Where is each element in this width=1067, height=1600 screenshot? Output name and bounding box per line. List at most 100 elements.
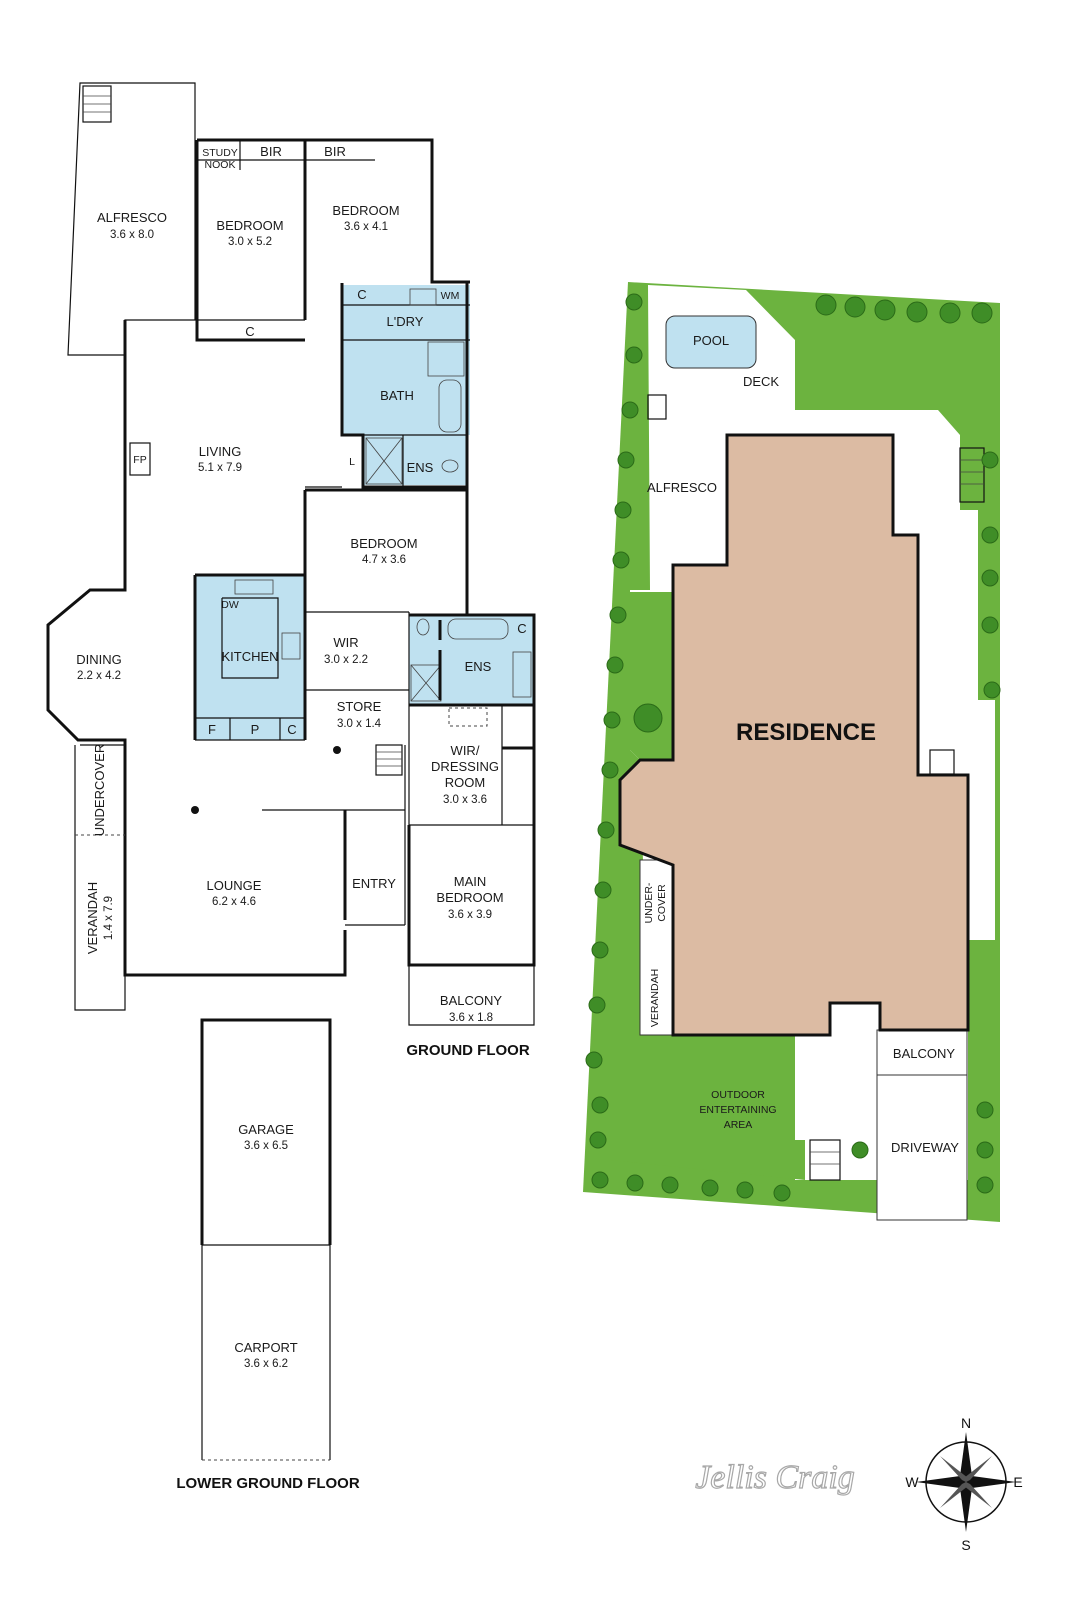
ensuite-2-bath [447,618,509,640]
lounge-label: LOUNGE [207,878,262,893]
main-bedroom-wall [407,705,536,967]
kitchen-sink [234,579,274,595]
dressing-room-dims: 3.0 x 3.6 [443,794,487,806]
laundry-label: L'DRY [387,314,424,329]
compass-north: N [961,1415,971,1431]
main-bedroom-label: BEDROOM [436,890,503,905]
ground-floor-plan [46,82,536,1026]
shower-bath [427,341,465,377]
compass-west: W [905,1474,919,1490]
bath-label: BATH [380,388,414,403]
compass-rose [916,1432,1016,1532]
garage-dims: 3.6 x 6.5 [244,1140,288,1152]
site-steps [647,394,985,1181]
carport-dims: 3.6 x 6.2 [244,1358,288,1370]
outdoor-area-label: OUTDOOR [711,1089,765,1101]
ensuite-1-label: ENS [407,460,434,475]
bedroom-2-dims: 3.6 x 4.1 [344,221,388,233]
ensuite-cupboard-label: C [517,621,526,636]
site-alfresco-label: ALFRESCO [647,480,717,495]
bathtub [438,379,462,433]
outdoor-area-label: ENTERTAINING [699,1104,776,1116]
site-verandah-label: VERANDAH [649,969,661,1027]
bedroom-1-wall [195,140,305,342]
column [333,746,341,754]
fridge-label: F [208,722,216,737]
store-label: STORE [337,699,382,714]
fireplace-label: FP [133,454,146,466]
bir-label: BIR [324,144,346,159]
site-undercover-label: UNDER- [643,882,655,923]
verandah-outline [74,744,126,1011]
linen-label: L [349,456,355,468]
verandah-label: VERANDAH [85,882,100,954]
kitchen-bench [221,597,279,679]
laundry-sink [409,288,437,306]
ensuite-2-vanity [512,651,532,698]
bedroom-1-label: BEDROOM [216,218,283,233]
alfresco-dims: 3.6 x 8.0 [110,229,154,241]
agency-logo: Jellis Craig [695,1459,855,1496]
garage-wall [200,1018,332,1245]
site-undercover-label: COVER [656,884,668,922]
balcony-outline [408,965,535,1026]
laundry-bath-area [342,285,470,435]
ground-floor-title: GROUND FLOOR [406,1042,529,1059]
living-dims: 5.1 x 7.9 [198,462,242,474]
bedroom-2-label: BEDROOM [332,203,399,218]
outdoor-area-label: AREA [724,1119,753,1131]
dressing-room-label: DRESSING [431,759,499,774]
alfresco-label: ALFRESCO [97,210,167,225]
ensuite-1-shower [365,437,403,485]
living-west-wall [46,320,347,977]
laundry-cupboard-label: C [357,287,366,302]
lounge-dims: 6.2 x 4.6 [212,896,256,908]
garage-label: GARAGE [238,1122,294,1137]
hall-cupboard-label: C [245,324,254,339]
ensuite-2-label: ENS [465,659,492,674]
site-plan [583,282,1016,1532]
lawn-west [630,592,672,760]
pool [665,315,757,369]
verandah-dims: 1.4 x 7.9 [103,896,115,940]
balcony-dims: 3.6 x 1.8 [449,1012,493,1024]
bedroom-3-dims: 4.7 x 3.6 [362,554,406,566]
wir-label: WIR [333,635,358,650]
column [191,806,199,814]
residence-label: RESIDENCE [736,719,876,746]
cooktop [281,632,301,660]
kitchen-cupboard-label: C [287,722,296,737]
labels: ALFRESCO 3.6 x 8.0 STUDY NOOK BIR BIR BE… [76,144,1022,1553]
compass-south: S [961,1537,970,1553]
lower-ground-floor-plan [200,1018,332,1461]
dressing-room-label: WIR/ [451,743,480,758]
pantry-label: P [251,722,260,737]
stair-to-lower [375,744,403,776]
store-dims: 3.0 x 1.4 [337,718,382,730]
site-balcony-label: BALCONY [893,1046,955,1061]
dining-label: DINING [76,652,122,667]
site-driveway-label: DRIVEWAY [891,1140,959,1155]
compass-east: E [1013,1474,1022,1490]
kitchen-label: KITCHEN [221,649,278,664]
living-label: LIVING [199,444,242,459]
fireplace [129,442,151,476]
dishwasher-label: DW [221,599,239,611]
study-nook-label: STUDY [202,147,238,159]
balcony-label: BALCONY [440,993,502,1008]
undercover-label: UNDERCOVER [92,744,107,836]
ensuite-1-toilet [441,459,459,473]
alfresco-steps [82,85,112,123]
north-wall [197,138,470,284]
wir-dims: 3.0 x 2.2 [324,654,368,666]
carport-label: CARPORT [234,1340,297,1355]
wet-zone-wall [340,283,469,489]
main-bedroom-dims: 3.6 x 3.9 [448,909,492,921]
lower-ground-floor-title: LOWER GROUND FLOOR [176,1475,359,1492]
ensuite-2-wall [409,613,536,707]
bir-label: BIR [260,144,282,159]
dressing-room-label: ROOM [445,775,485,790]
study-nook-label: NOOK [205,159,236,171]
lawn-south [610,1065,805,1180]
